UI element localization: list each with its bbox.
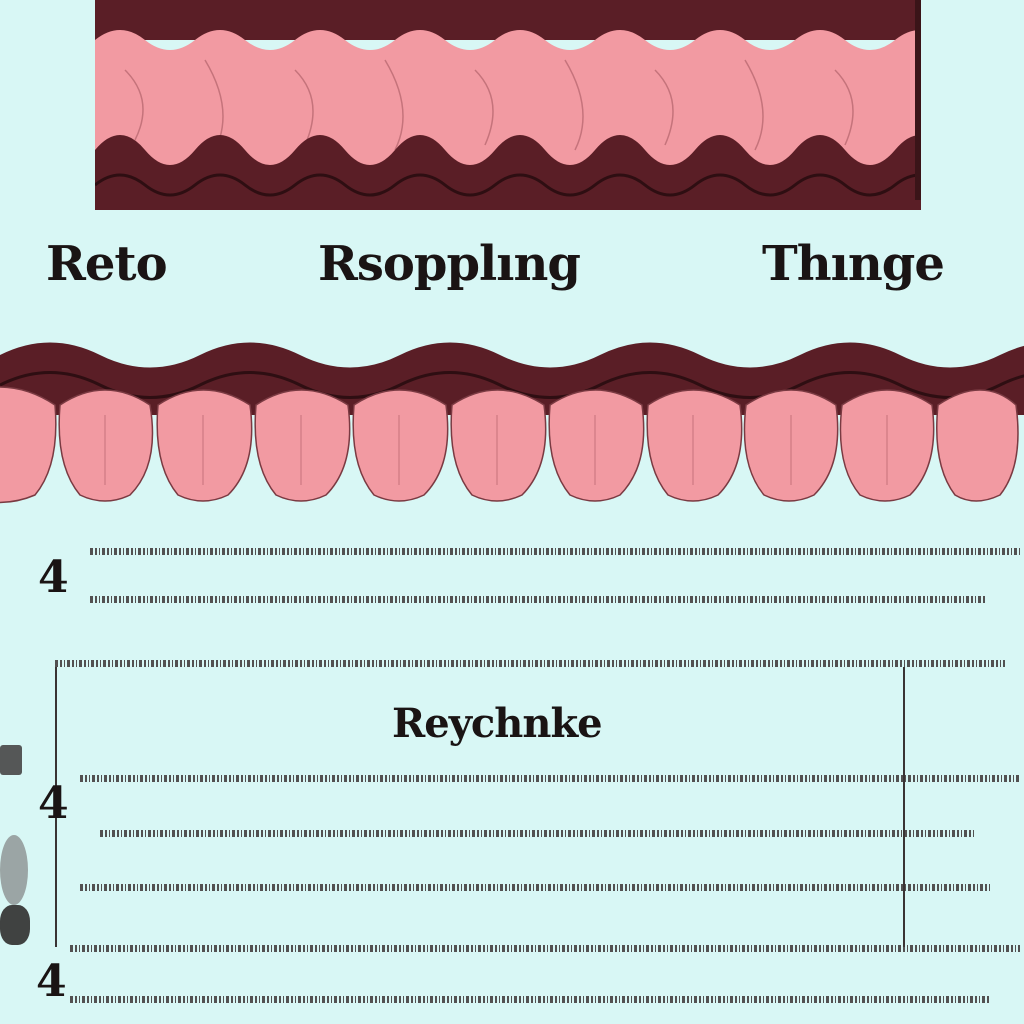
text-line	[80, 884, 990, 891]
left-edge-smudge	[0, 745, 22, 775]
list-number-1: 4	[38, 552, 69, 603]
title-word-2: Rsopplıng	[318, 236, 581, 292]
top-wavy-band	[95, 0, 921, 210]
section-heading: Reychnke	[392, 700, 603, 747]
text-line	[80, 775, 1020, 782]
text-line	[90, 596, 985, 603]
text-line	[90, 548, 1020, 555]
middle-scalloped-band	[0, 342, 1024, 504]
left-edge-smudge	[0, 835, 28, 905]
box-left-border	[55, 667, 57, 947]
text-line	[70, 996, 990, 1003]
title-word-1: Reto	[46, 236, 168, 292]
title-word-3: Thınge	[762, 236, 945, 292]
text-line	[70, 945, 1020, 952]
text-line	[55, 660, 1005, 667]
list-number-2: 4	[38, 778, 69, 829]
box-right-border	[903, 667, 905, 947]
text-line	[100, 830, 975, 837]
left-edge-smudge	[0, 905, 30, 945]
list-number-3: 4	[36, 956, 67, 1007]
